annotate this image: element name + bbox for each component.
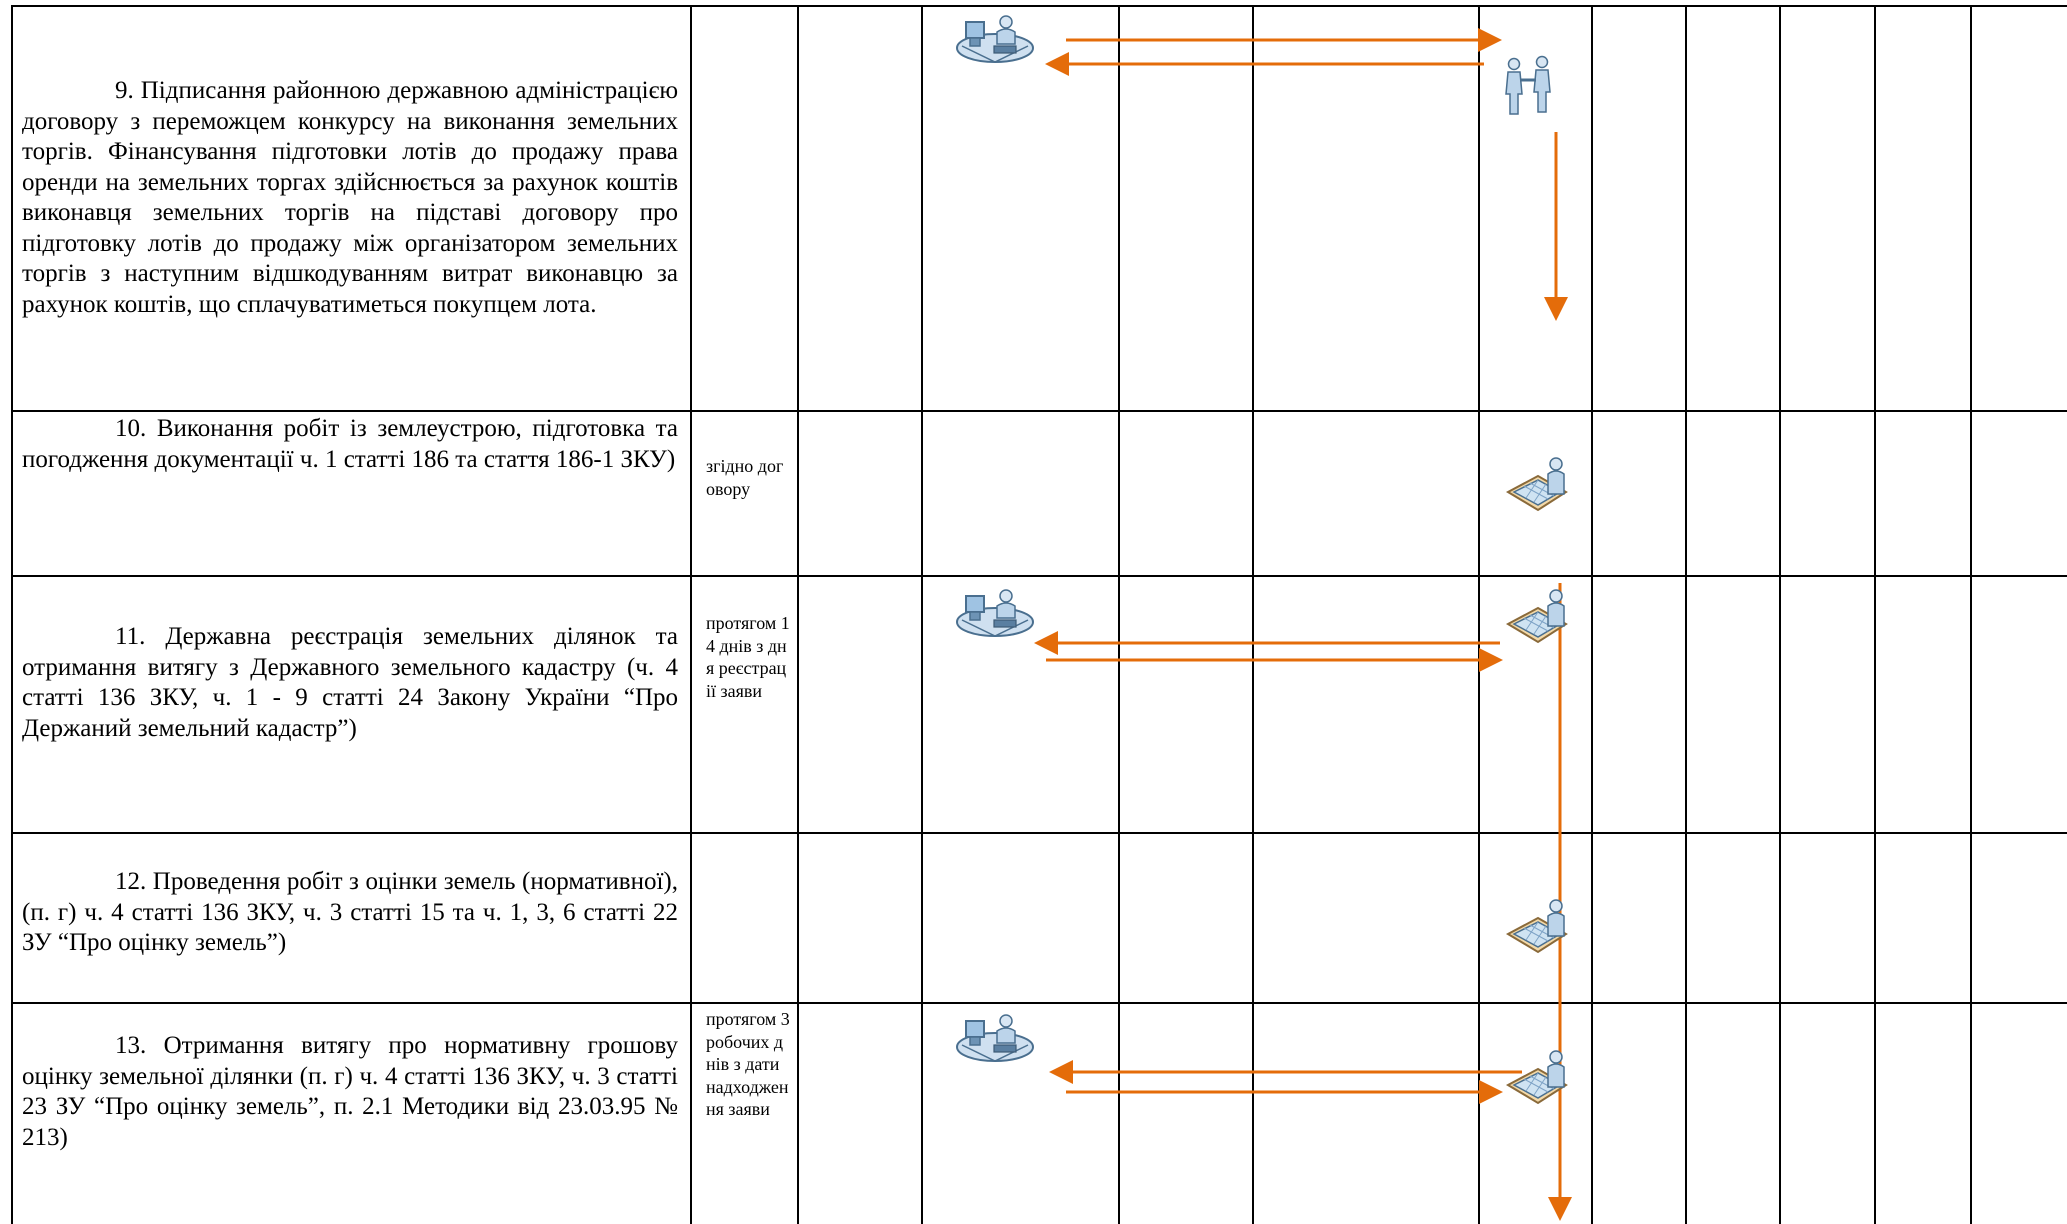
computer-operator-icon	[956, 589, 1034, 637]
row-12-description: 12. Проведення робіт з оцінки земель (но…	[22, 868, 678, 956]
row-13-term: протягом 3 робочих днів з дати надходжен…	[706, 1009, 790, 1120]
col-border-2	[797, 5, 799, 1224]
computer-operator-icon	[956, 1014, 1034, 1062]
col-border-10	[1874, 5, 1876, 1224]
handshake-icon	[1504, 55, 1552, 116]
row-10-term: згідно договору	[706, 456, 784, 499]
col-border-9	[1779, 5, 1781, 1224]
land-surveyor-icon	[1507, 589, 1567, 643]
row-11-term: протягом 14 днів з дня реєстрації заяви	[706, 613, 790, 701]
row-13-description: 13. Отримання витягу про нормативну грош…	[22, 1032, 678, 1151]
computer-operator-icon	[956, 15, 1034, 63]
row-10-description: 10. Виконання робіт із землеустрою, підг…	[22, 415, 678, 473]
row-border-12-13	[11, 1002, 2067, 1004]
col-border-3	[921, 5, 923, 1224]
row-border-9-10	[11, 410, 2067, 412]
row-border-11-12	[11, 832, 2067, 834]
col-border-1	[690, 5, 692, 1224]
row-border-10-11	[11, 575, 2067, 577]
land-surveyor-icon	[1507, 1050, 1567, 1104]
land-surveyor-icon	[1507, 899, 1567, 953]
row-border-top	[11, 5, 2067, 7]
col-border-5	[1252, 5, 1254, 1224]
col-border-7	[1591, 5, 1593, 1224]
row-11-description: 11. Державна реєстрація земельних діляно…	[22, 623, 678, 742]
col-border-6	[1478, 5, 1480, 1224]
land-surveyor-icon	[1507, 457, 1567, 511]
col-border-0	[11, 5, 13, 1224]
row-9-description: 9. Підписання районною державною адмініс…	[22, 77, 678, 318]
col-border-8	[1685, 5, 1687, 1224]
col-border-11	[1970, 5, 1972, 1224]
col-border-4	[1118, 5, 1120, 1224]
